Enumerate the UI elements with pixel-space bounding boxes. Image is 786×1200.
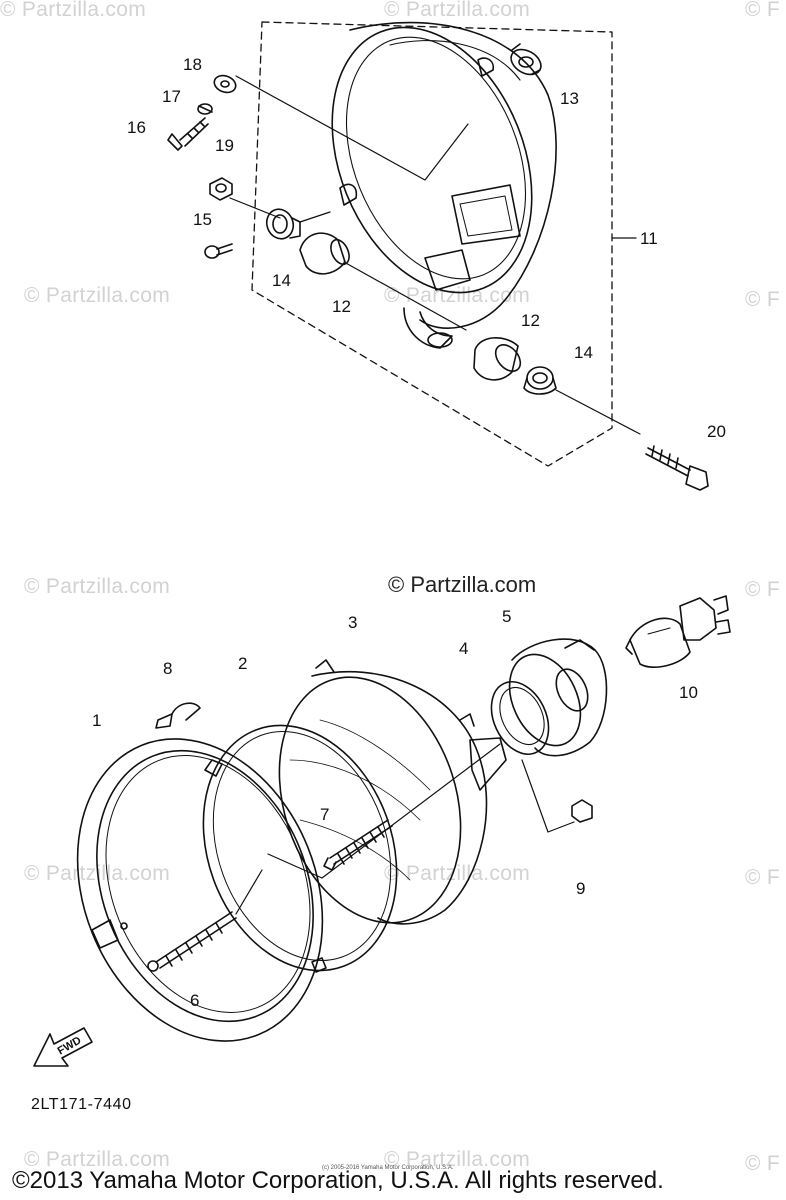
grommet-12-left: [299, 232, 350, 275]
bulb-10: [625, 595, 731, 668]
bulb-holder-5: [508, 638, 608, 757]
watermark: © Partzilla.com: [384, 0, 531, 21]
callout-2: 2: [238, 654, 248, 673]
watermark: © Partzilla.com: [0, 0, 147, 21]
callout-7: 7: [320, 805, 330, 824]
callout-9: 9: [576, 879, 586, 898]
callout-10: 10: [679, 683, 698, 702]
adjusting-screw-6: [147, 911, 237, 972]
watermark-edge: © F: [745, 866, 781, 889]
callout-4: 4: [459, 639, 469, 658]
washer-18: [213, 74, 237, 94]
callout-11: 11: [640, 229, 658, 248]
watermark: © Partzilla.com: [384, 284, 531, 307]
callout-19: 19: [215, 136, 234, 155]
watermark-edge: © F: [745, 0, 781, 21]
watermark-edge: © F: [745, 578, 781, 601]
nut-19: [209, 177, 233, 201]
retaining-ring-2: [202, 724, 398, 973]
screw-15: [204, 243, 233, 259]
watermark-edge: © F: [745, 288, 781, 311]
fwd-arrow-icon: [33, 1027, 93, 1067]
spring-8: [155, 702, 201, 729]
headlight-unit-3: [278, 659, 507, 925]
callout-8: 8: [163, 659, 173, 678]
bolt-16: [167, 117, 209, 151]
watermark: © Partzilla.com: [384, 862, 531, 885]
diagram-code: 2LT171-7440: [31, 1096, 132, 1113]
callout-13: 13: [560, 89, 579, 108]
bolt-20: [645, 445, 709, 491]
callout-16: 16: [127, 118, 146, 137]
adjusting-screw-7: [323, 819, 393, 871]
callout-15: 15: [193, 210, 212, 229]
copyright-notice: ©2013 Yamaha Motor Corporation, U.S.A. A…: [12, 1167, 664, 1194]
watermark: © Partzilla.com: [24, 1148, 171, 1171]
tiny-notice: (c) 2005-2016 Yamaha Motor Corporation, …: [322, 1165, 454, 1171]
callout-1: 1: [92, 711, 102, 730]
leader-lines-upper: [229, 75, 641, 435]
watermark: © Partzilla.com: [24, 862, 171, 885]
callout-3: 3: [348, 613, 358, 632]
collar-14-right: [523, 366, 557, 395]
watermark: © Partzilla.com: [24, 575, 171, 598]
callout-18: 18: [183, 55, 202, 74]
headlight-rim-1: [76, 738, 324, 1042]
watermark: © Partzilla.com: [24, 284, 171, 307]
callout-17: 17: [162, 87, 181, 106]
watermark: © Partzilla.com: [384, 1148, 531, 1171]
callout-14: 14: [574, 343, 593, 362]
callout-6: 6: [190, 991, 200, 1010]
mount-damper-13: [510, 43, 542, 76]
leader-lines-lower: [235, 743, 575, 915]
callout-12: 12: [332, 297, 351, 316]
callout-14: 14: [272, 271, 291, 290]
lock-washer-17: [197, 103, 213, 115]
headlight-case: [331, 21, 557, 349]
callout-5: 5: [502, 607, 512, 626]
grommet-12-right: [473, 337, 522, 381]
callout-20: 20: [707, 422, 726, 441]
callout-12: 12: [521, 311, 540, 330]
collar-14-left: [265, 208, 301, 240]
center-watermark: © Partzilla.com: [388, 572, 537, 597]
dashed-assembly-boundary: [251, 21, 613, 467]
nut-9: [571, 799, 593, 823]
watermark-edge: © F: [745, 1152, 781, 1175]
